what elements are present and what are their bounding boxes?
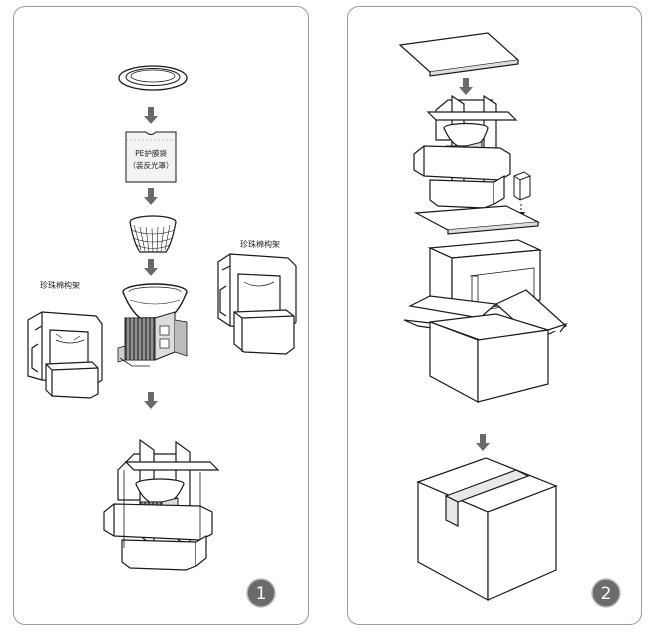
assembled-frame-panel2	[413, 94, 518, 209]
foam-sheet-bottom	[413, 205, 541, 235]
step-1-number: 1	[256, 584, 267, 604]
arrow-down-icon	[144, 392, 158, 409]
mesh-cup	[129, 215, 177, 253]
step-1-badge: 1	[246, 578, 276, 608]
arrow-down-icon	[144, 107, 158, 124]
reflector-ring	[118, 65, 188, 91]
arrow-down-icon	[144, 188, 158, 205]
foam-frame-right	[217, 253, 297, 355]
assembled-frame-with-light	[103, 438, 220, 571]
sealed-carton	[416, 457, 558, 602]
foam-frame-left	[27, 311, 103, 399]
step-2-badge: 2	[591, 578, 621, 608]
bag-label-line1: PE护膜袋	[135, 148, 167, 158]
foam-sheet-top	[398, 32, 520, 77]
arrow-down-icon	[144, 259, 158, 276]
step-2-number: 2	[601, 584, 612, 604]
bag-label-line2: （装反光罩）	[129, 160, 174, 170]
arrow-down-icon	[476, 434, 490, 451]
high-bay-light	[117, 283, 188, 367]
frame-label-right: 珍珠棉构架	[240, 239, 280, 249]
frame-label-left: 珍珠棉构架	[40, 280, 80, 290]
open-carton	[403, 289, 568, 404]
arrow-down-icon	[459, 78, 473, 95]
pe-bag: PE护膜袋 （装反光罩）	[125, 131, 177, 183]
